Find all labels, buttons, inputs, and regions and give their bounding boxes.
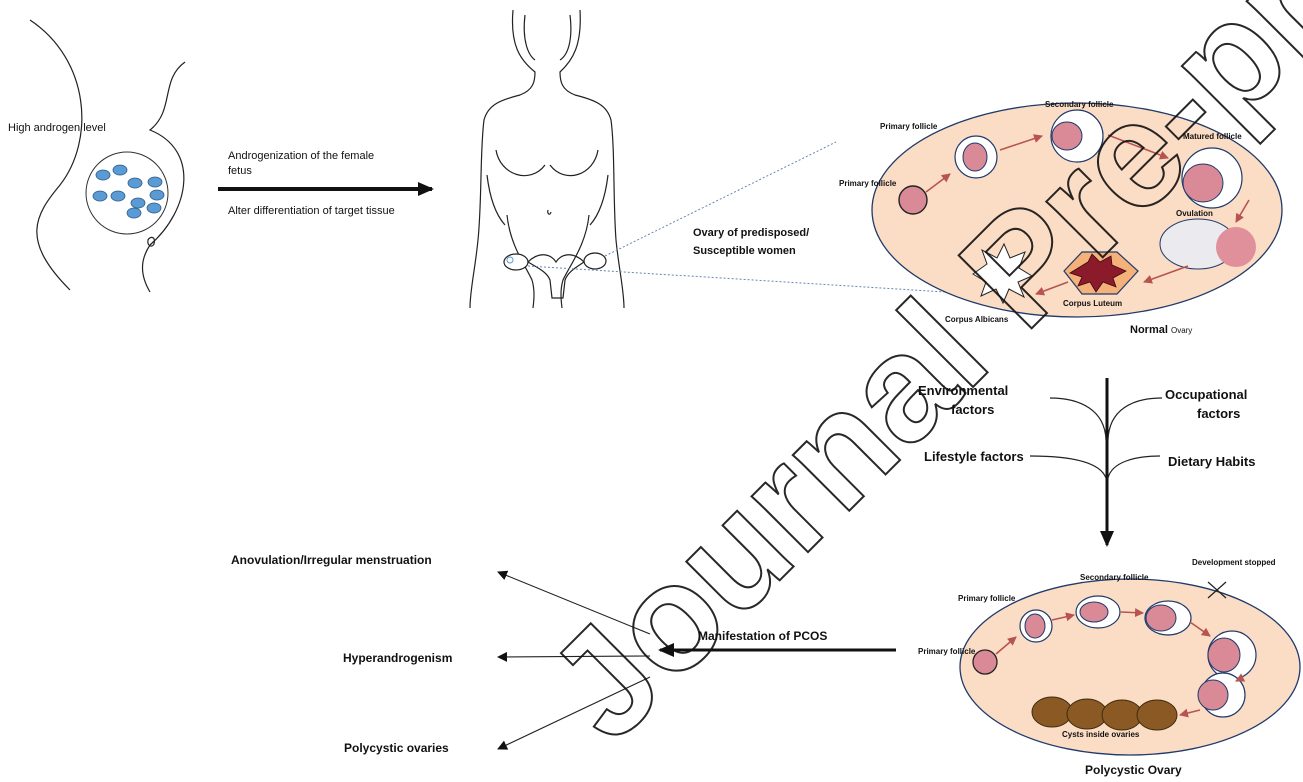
androgenization-line1: Androgenization of the female — [228, 150, 374, 162]
manifestation-item-2: Hyperandrogenism — [343, 651, 452, 665]
androgenization-line2: fetus — [228, 165, 252, 177]
alter-differentiation-label: Alter differentiation of target tissue — [228, 205, 395, 217]
pcos-primary-follicle-small — [973, 650, 997, 674]
cyst-2 — [1067, 699, 1107, 729]
susceptible-line1: Ovary of predisposed/ — [693, 227, 809, 239]
manifestation-item-3: Polycystic ovaries — [344, 741, 449, 755]
dietary-label: Dietary Habits — [1168, 454, 1255, 469]
polycystic-ovary-caption: Polycystic Ovary — [1085, 763, 1182, 777]
cyst-4 — [1137, 700, 1177, 730]
branch-dietary — [1108, 456, 1160, 478]
occupational-line2: factors — [1197, 406, 1240, 421]
high-androgen-label: High androgen level — [8, 122, 106, 134]
uterus-shape — [528, 255, 584, 298]
ovulated-egg — [1216, 227, 1256, 267]
branch-lifestyle — [1030, 456, 1106, 478]
pcos-secondary-follicle-label: Secondary follicle — [1080, 573, 1149, 582]
primary-follicle-left-label: Primary follicle — [839, 179, 897, 188]
pcos-primary-follicle-left-label: Primary follicle — [918, 647, 976, 656]
polycystic-ovary: Development stopped Secondary follicle P… — [918, 558, 1300, 755]
primary-follicle-top-label: Primary follicle — [880, 122, 938, 131]
cysts-label: Cysts inside ovaries — [1062, 730, 1140, 739]
occupational-line1: Occupational — [1165, 387, 1247, 402]
cyst-1 — [1032, 697, 1072, 727]
development-stopped-label: Development stopped — [1192, 558, 1276, 567]
right-ovary-oval — [584, 253, 606, 269]
primary-follicle-small — [899, 186, 927, 214]
susceptible-line2: Susceptible women — [693, 245, 796, 257]
pcos-primary-follicle-top-label: Primary follicle — [958, 594, 1016, 603]
cyst-3 — [1102, 700, 1142, 730]
branch-occupational — [1108, 398, 1162, 440]
branch-environmental — [1050, 398, 1106, 440]
androgen-granules — [93, 165, 164, 218]
pregnant-body-illustration: High androgen level — [8, 20, 185, 292]
pcos-arrow-3 — [1121, 612, 1143, 613]
female-figure-illustration — [470, 10, 624, 308]
normal-ovary-caption: Normal Ovary — [1130, 324, 1192, 336]
manifestation-item-1: Anovulation/Irregular menstruation — [231, 553, 432, 567]
